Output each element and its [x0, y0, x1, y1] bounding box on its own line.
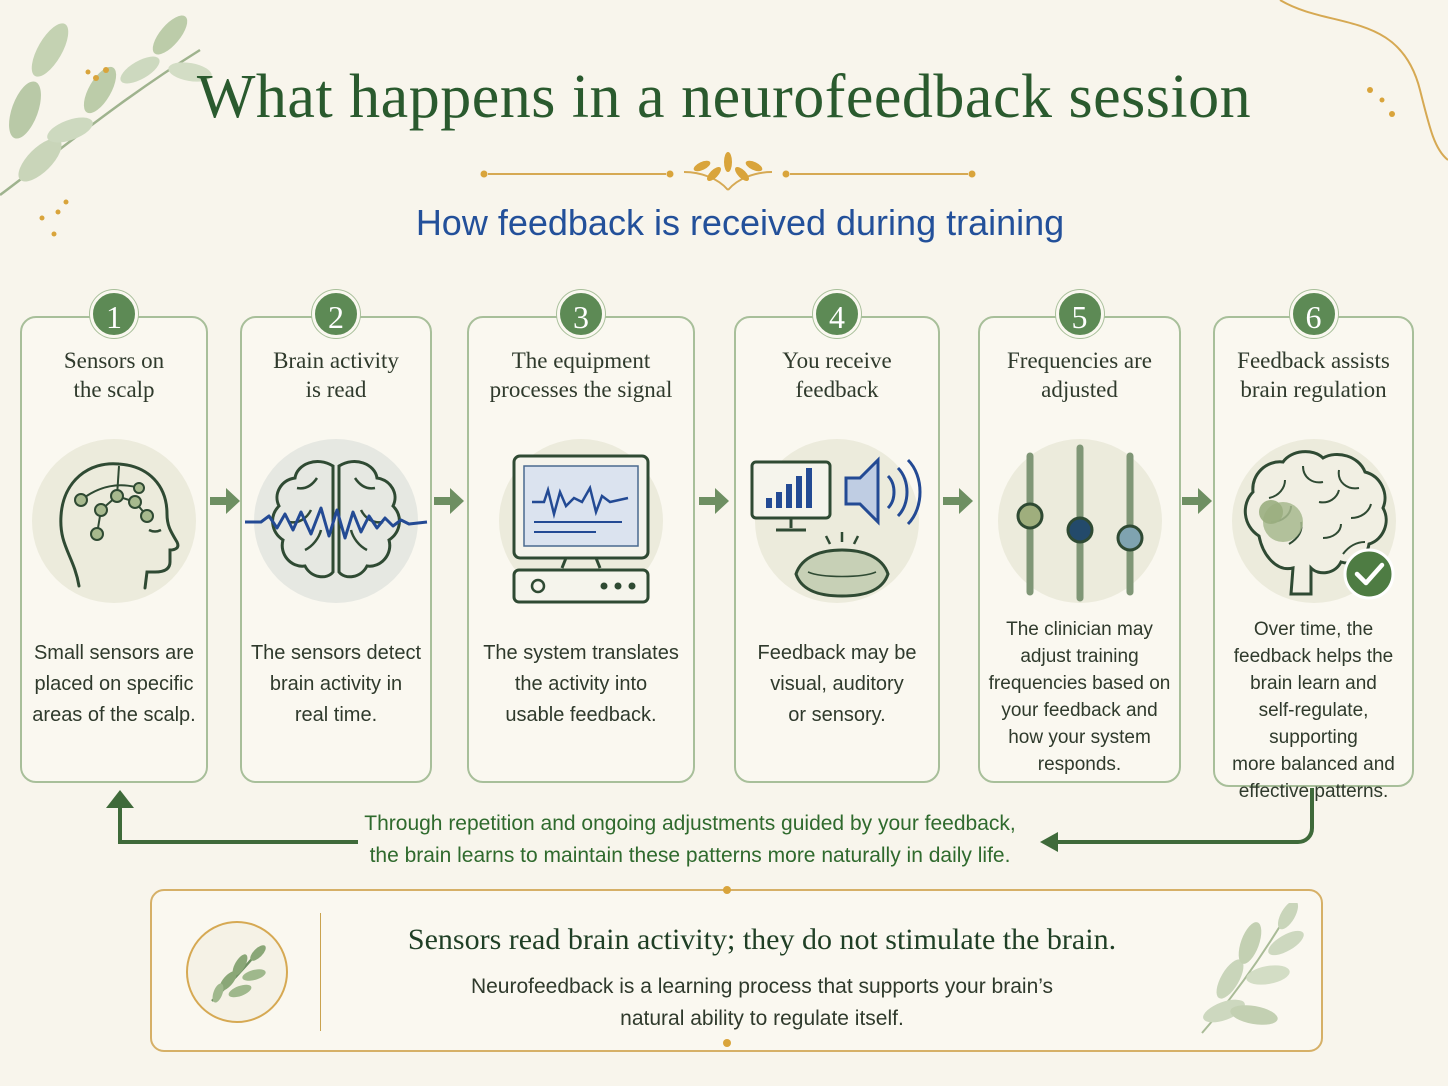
note-body: Neurofeedback is a learning process that… [470, 975, 1054, 1030]
step-card-6: 6 Feedback assists brain regulation Over… [1213, 290, 1414, 802]
loop-caption: Through repetition and ongoing adjustmen… [364, 812, 1016, 867]
loop-return-arrow-right-icon [1040, 788, 1314, 852]
arrow-right-icon [943, 488, 973, 514]
sliders-icon [997, 439, 1162, 603]
arrow-right-icon [1182, 488, 1212, 514]
step-card-2: 2 Brain activity is read The sensors det… [240, 290, 432, 783]
computer-monitor-icon [499, 439, 663, 604]
step-title: You receive feedback [782, 348, 892, 402]
gold-dots-decoration-icon [39, 199, 69, 237]
step-card-5: 5 Frequencies are adjusted The clinician… [978, 290, 1181, 783]
step-description: The sensors detect brain activity in rea… [250, 642, 422, 726]
leaf-sprig-icon [186, 921, 288, 1023]
arrow-right-icon [434, 488, 464, 514]
step-number-badge: 2 [312, 290, 360, 338]
leaf-branch-decoration-icon [0, 15, 212, 196]
monitor-speaker-pillow-icon [750, 439, 922, 603]
step-description: Small sensors are placed on specific are… [32, 642, 196, 726]
step-number-badge: 6 [1289, 290, 1338, 338]
loop-return-arrow-left-icon [106, 790, 358, 844]
step-card-1: 1 Sensors on the scalp Small sensors are… [20, 290, 208, 783]
leaf-branch-decoration-icon [1201, 903, 1304, 1034]
brain-wave-icon [245, 439, 428, 603]
gold-curve-decoration-icon [1279, 0, 1448, 161]
step-number-badge: 3 [557, 290, 605, 338]
note-divider [320, 913, 321, 1031]
gold-dot-bottom-icon [723, 1039, 731, 1047]
brain-checkmark-icon [1231, 439, 1396, 603]
step-description: Over time, the feedback helps the brain … [1232, 619, 1395, 802]
key-note-box: Sensors read brain activity; they do not… [150, 886, 1323, 1052]
title-ornament-divider-icon [480, 152, 976, 191]
step-description: The clinician may adjust training freque… [988, 619, 1171, 775]
page-subtitle: How feedback is received during training [415, 202, 1065, 243]
step-description: Feedback may be visual, auditory or sens… [757, 642, 917, 726]
step-title: Brain activity is read [273, 348, 399, 402]
arrow-right-icon [210, 488, 240, 514]
step-description: The system translates the activity into … [483, 642, 679, 726]
arrow-right-icon [699, 488, 729, 514]
step-number-badge: 4 [813, 290, 861, 338]
step-card-4: 4 You receive feedback Feedback may be v… [734, 290, 940, 783]
step-title: Frequencies are adjusted [1007, 348, 1152, 402]
note-heading: Sensors read brain activity; they do not… [407, 923, 1117, 956]
step-title: The equipment processes the signal [489, 348, 673, 402]
step-card-3: 3 The equipment processes the signal The… [467, 290, 695, 783]
gold-dot-top-icon [723, 886, 731, 894]
step-title: Feedback assists brain regulation [1237, 348, 1390, 402]
step-number-badge: 5 [1055, 290, 1104, 338]
step-number-badge: 1 [90, 290, 138, 338]
page-title: What happens in a neurofeedback session [196, 63, 1252, 131]
step-title: Sensors on the scalp [63, 348, 165, 402]
head-sensors-icon [32, 439, 196, 603]
